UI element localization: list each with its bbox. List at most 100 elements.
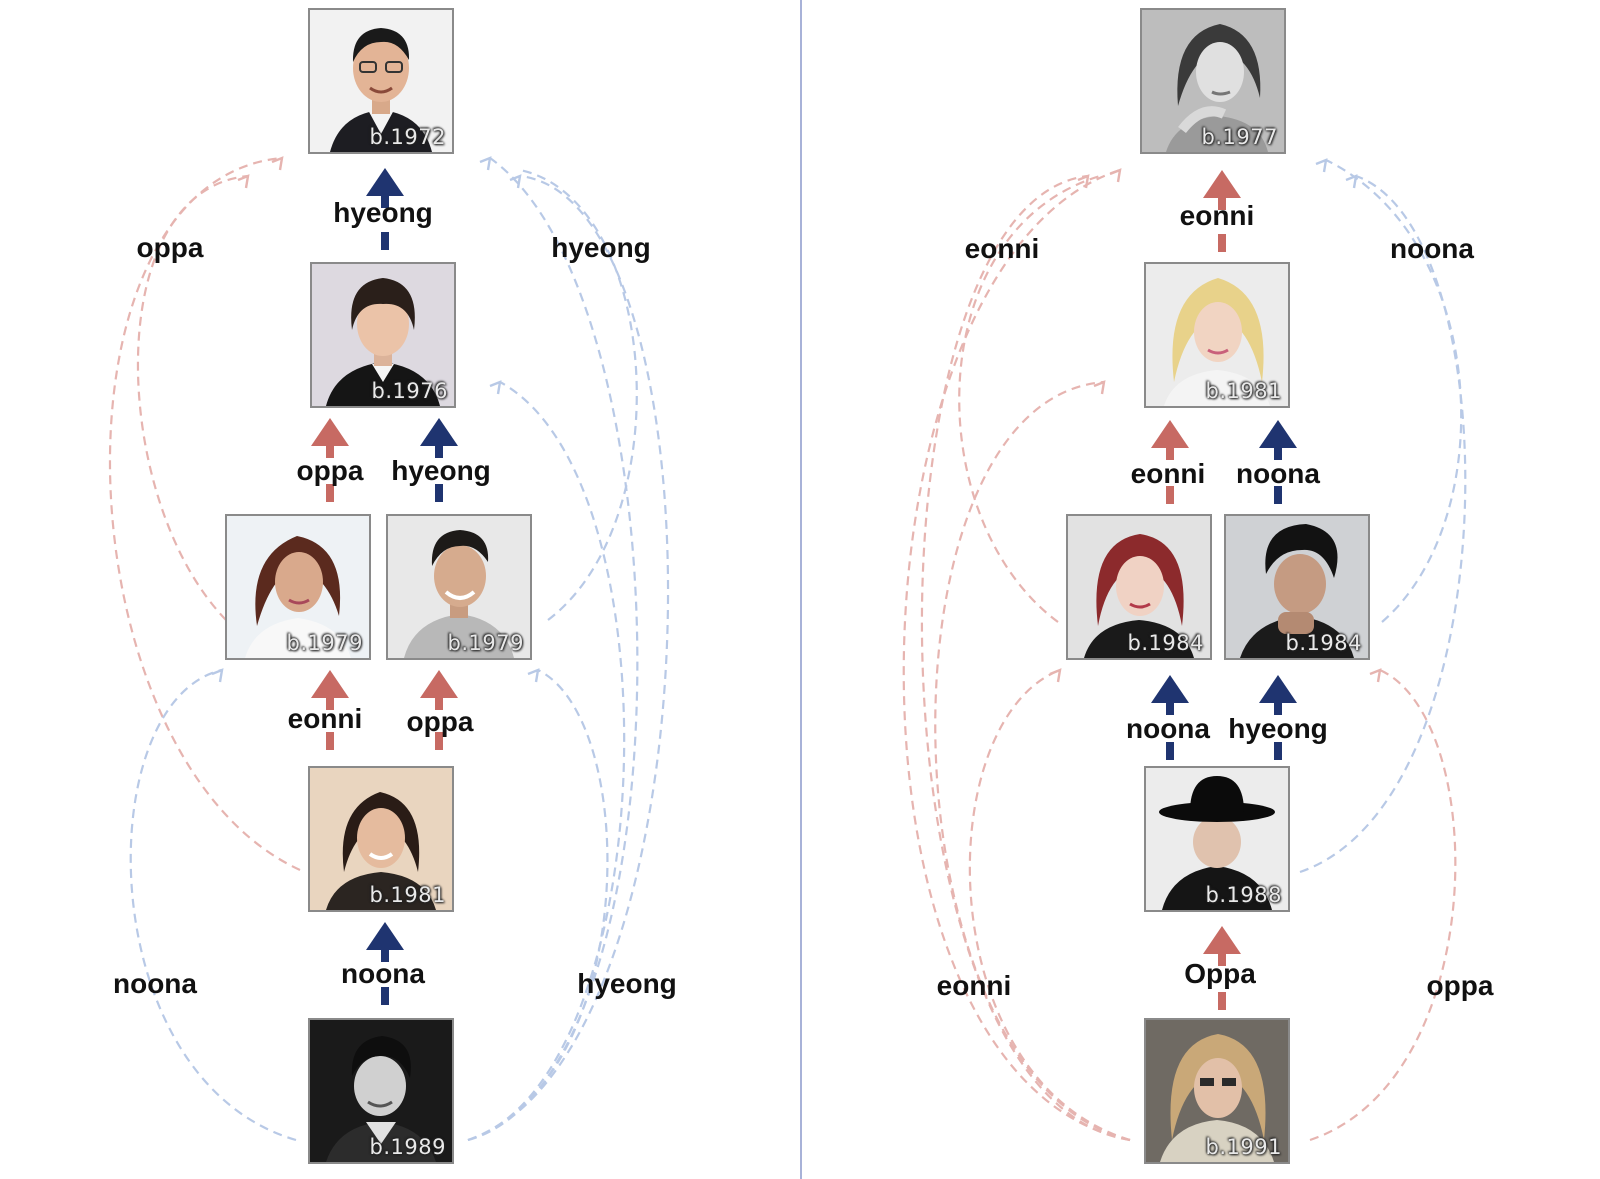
curve-arrowhead <box>211 668 224 683</box>
birth-year-label: b.1981 <box>369 883 446 907</box>
side-term-lower-right: hyeong <box>577 968 677 999</box>
direct-arrow-l2-l1 <box>366 168 404 250</box>
direct-arrow-l5-l4 <box>366 922 404 1005</box>
indirect-relation-curve <box>1325 159 1463 623</box>
indirect-relation-curve <box>467 381 626 1142</box>
direct-arrow-l3a-l2 <box>311 418 349 502</box>
term-label-l4-l3a: eonni <box>287 703 363 734</box>
direct-arrow-r4-r3b <box>1259 675 1297 760</box>
birth-year-label: b.1991 <box>1205 1135 1282 1159</box>
birth-year-label: b.1976 <box>371 379 448 403</box>
portrait-female-icon <box>310 768 452 910</box>
person-photo-r2: b.1981 <box>1144 262 1290 408</box>
person-photo-r1: b.1977 <box>1140 8 1286 154</box>
direct-arrow-r5-r4 <box>1203 926 1241 1010</box>
indirect-relation-curves <box>108 156 1467 1142</box>
portrait-female-icon <box>1142 10 1284 152</box>
portrait-female-icon <box>1068 516 1210 658</box>
curve-arrowhead <box>1109 168 1122 183</box>
curve-arrowhead <box>237 174 250 189</box>
person-photo-l4: b.1981 <box>308 766 454 912</box>
indirect-relation-curve <box>129 668 297 1142</box>
person-photo-l2: b.1976 <box>310 262 456 408</box>
birth-year-label: b.1981 <box>1205 379 1282 403</box>
person-photo-r4: b.1988 <box>1144 766 1290 912</box>
birth-year-label: b.1977 <box>1201 125 1278 149</box>
birth-year-label: b.1979 <box>286 631 363 655</box>
person-photo-l3b: b.1979 <box>386 514 532 660</box>
side-term-upper-left: eonni <box>964 233 1040 264</box>
indirect-relation-curve <box>1299 174 1467 874</box>
birth-year-label: b.1988 <box>1205 883 1282 907</box>
direct-arrow-r3a-r2 <box>1151 420 1189 504</box>
indirect-relation-curve <box>1309 668 1457 1142</box>
portrait-male-icon <box>310 1020 452 1162</box>
portrait-female-icon <box>1146 1020 1288 1162</box>
curve-arrowhead <box>1093 380 1106 395</box>
curve-arrowhead <box>509 174 522 189</box>
indirect-relation-curve <box>467 174 670 1142</box>
curve-arrowhead <box>271 156 284 171</box>
term-label-r2-r1: eonni <box>1179 200 1255 231</box>
term-label-l4-l3b: oppa <box>406 706 474 737</box>
indirect-relation-curve <box>958 174 1101 623</box>
portrait-male-hat-icon <box>1146 768 1288 910</box>
direct-arrow-l4-l3a <box>311 670 349 750</box>
side-term-lower-left: eonni <box>936 970 1012 1001</box>
side-term-lower-left: noona <box>113 968 197 999</box>
person-photo-r3b: b.1984 <box>1224 514 1370 660</box>
person-photo-r5: b.1991 <box>1144 1018 1290 1164</box>
indirect-relation-curve <box>467 157 639 1142</box>
indirect-relation-curve <box>467 669 609 1142</box>
term-label-r4-r3a: noona <box>1126 713 1210 744</box>
indirect-relation-curve <box>902 168 1131 1142</box>
indirect-relation-curve <box>136 174 249 621</box>
direct-arrow-r3b-r2 <box>1259 420 1297 504</box>
portrait-female-icon <box>227 516 369 658</box>
birth-year-label: b.1979 <box>447 631 524 655</box>
term-label-l3b-l2: hyeong <box>391 455 491 486</box>
direct-arrow-r2-r1 <box>1203 170 1241 252</box>
side-term-upper-right: hyeong <box>551 232 651 263</box>
curve-arrowhead <box>489 380 502 395</box>
curve-arrowhead <box>479 156 492 171</box>
side-term-upper-left: oppa <box>136 232 204 263</box>
curve-arrowhead <box>1345 174 1358 189</box>
direct-arrow-l3b-l2 <box>420 418 458 502</box>
portrait-male-icon <box>1226 516 1368 658</box>
curve-arrowhead <box>1077 174 1090 189</box>
term-label-r5-r4: Oppa <box>1184 958 1256 989</box>
term-label-l2-l1: hyeong <box>333 197 433 228</box>
indirect-relation-curve <box>519 168 638 621</box>
direct-arrow-l4-l3b <box>420 670 458 750</box>
person-photo-r3a: b.1984 <box>1066 514 1212 660</box>
curve-arrowhead <box>1369 668 1382 683</box>
portrait-male-icon <box>388 516 530 658</box>
birth-year-label: b.1989 <box>369 1135 446 1159</box>
indirect-relation-curve <box>920 174 1131 1142</box>
portrait-male-icon <box>310 10 452 152</box>
term-label-r4-r3b: hyeong <box>1228 713 1328 744</box>
birth-year-label: b.1984 <box>1285 631 1362 655</box>
term-label-l3a-l2: oppa <box>296 455 364 486</box>
term-label-r3a-r2: eonni <box>1130 458 1206 489</box>
curve-arrowhead <box>1049 668 1062 683</box>
side-term-upper-right: noona <box>1390 233 1474 264</box>
birth-year-label: b.1972 <box>369 125 446 149</box>
person-photo-l1: b.1972 <box>308 8 454 154</box>
side-term-lower-right: oppa <box>1426 970 1494 1001</box>
direct-arrow-r4-r3a <box>1151 675 1189 760</box>
portrait-female-icon <box>1146 264 1288 406</box>
birth-year-label: b.1984 <box>1127 631 1204 655</box>
portrait-male-icon <box>312 264 454 406</box>
curve-arrowhead <box>1315 158 1328 173</box>
person-photo-l5: b.1989 <box>308 1018 454 1164</box>
person-photo-l3a: b.1979 <box>225 514 371 660</box>
indirect-relation-curve <box>968 668 1131 1142</box>
term-label-r3b-r2: noona <box>1236 458 1320 489</box>
curve-arrowhead <box>527 668 540 683</box>
term-label-l5-l4: noona <box>341 958 425 989</box>
indirect-relation-curve <box>934 380 1131 1142</box>
direct-relation-arrows <box>311 168 1297 1010</box>
